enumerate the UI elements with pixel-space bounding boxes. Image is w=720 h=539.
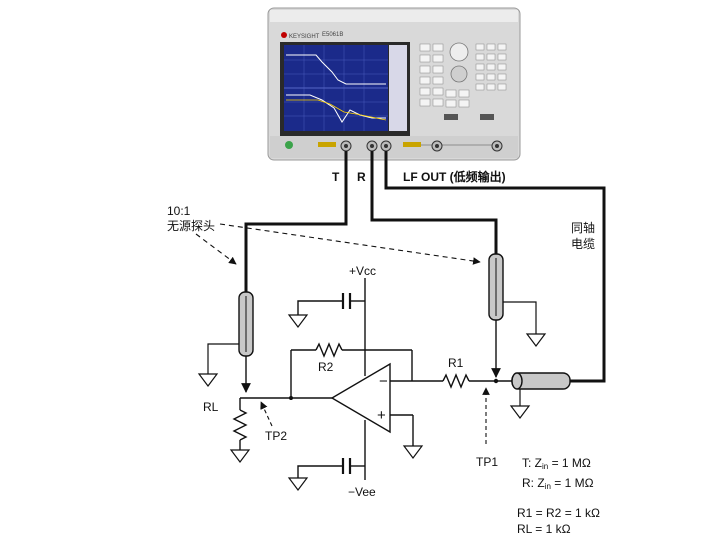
note-t-impedance: T: Zin = 1 MΩ <box>522 456 591 471</box>
lf-out-cable <box>384 151 606 383</box>
usb-slot-2 <box>480 114 494 120</box>
vcc-label: +Vcc <box>349 264 376 278</box>
note-rl: RL = 1 kΩ <box>517 522 571 536</box>
analyzer-screen <box>280 42 410 136</box>
power-button <box>285 141 293 149</box>
tp2-pointer <box>260 401 273 427</box>
r2-label: R2 <box>318 360 334 374</box>
inverting-sign: − <box>379 373 388 390</box>
t-cable <box>244 151 348 292</box>
port-r-label: R <box>357 170 366 184</box>
keypad <box>419 43 507 108</box>
resistor-r2 <box>315 342 343 358</box>
coax-label-2: 电缆 <box>571 237 595 251</box>
note-r-impedance: R: Zin = 1 MΩ <box>522 476 594 491</box>
probe-r-ground-lead <box>503 301 537 334</box>
capacitor-vcc <box>297 293 365 315</box>
tp1-node <box>493 378 499 384</box>
capacitor-vee <box>297 458 365 478</box>
vee-label: −Vee <box>348 485 376 499</box>
tp1-label: TP1 <box>476 455 498 469</box>
brand-logo: KEYSIGHT <box>281 32 320 40</box>
rotary-knob <box>449 42 469 62</box>
probe-t-body <box>238 291 254 357</box>
ground-icon <box>402 445 424 459</box>
probe-ratio-label: 10:1 <box>167 204 191 218</box>
r1-label: R1 <box>448 356 464 370</box>
rl-label: RL <box>203 400 219 414</box>
r-cable <box>370 151 498 254</box>
probe-r-body <box>488 253 504 321</box>
ground-icon <box>229 449 251 463</box>
port-label-strip <box>318 142 336 147</box>
probe-t-ground-lead <box>207 343 239 374</box>
nav-pad <box>450 65 468 83</box>
svg-text:KEYSIGHT: KEYSIGHT <box>289 34 320 40</box>
port-lf-out-label: LF OUT (低频输出) <box>403 169 506 184</box>
port-t-label: T <box>332 170 340 184</box>
resistor-rl <box>232 409 248 441</box>
tp2-label: TP2 <box>265 429 287 443</box>
spec-notes: T: Zin = 1 MΩ R: Zin = 1 MΩ R1 = R2 = 1 … <box>517 456 600 536</box>
ground-icon <box>509 405 531 419</box>
network-analyzer: KEYSIGHT E5061B <box>267 7 521 161</box>
model-label: E5061B <box>322 32 343 38</box>
coax-label-1: 同轴 <box>571 220 595 235</box>
op-amp <box>330 362 391 434</box>
ground-icon <box>525 333 547 347</box>
usb-slot-1 <box>444 114 458 120</box>
front-ports <box>340 140 503 152</box>
ground-icon <box>197 373 219 387</box>
note-resistors: R1 = R2 = 1 kΩ <box>517 506 600 520</box>
ground-icon <box>287 314 309 328</box>
probe-name-label: 无源探头 <box>167 219 215 233</box>
resistor-r1 <box>442 373 470 389</box>
probe-pointer-r <box>219 223 481 265</box>
noninverting-sign: + <box>377 407 386 424</box>
probe-pointer-t <box>195 233 237 265</box>
coax-connector <box>511 372 571 390</box>
ground-icon <box>287 477 309 491</box>
feedback-node <box>289 396 293 400</box>
